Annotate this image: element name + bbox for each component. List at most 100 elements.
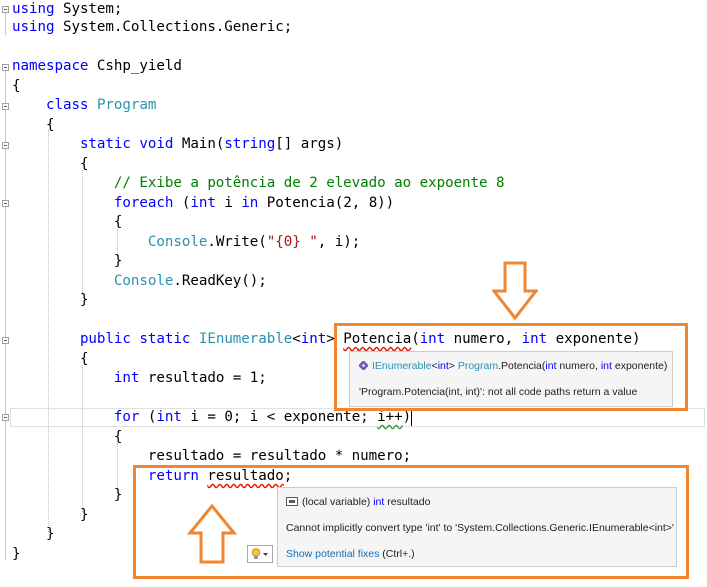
method-name-error[interactable]: Potencia: [343, 331, 412, 347]
text: resultado: [384, 496, 431, 508]
keyword: int: [373, 496, 385, 508]
keyword: int: [521, 331, 548, 347]
keyword: for: [113, 409, 140, 425]
code-line-comment: // Exibe a potência de 2 elevado ao expo…: [12, 174, 505, 193]
brace: }: [45, 526, 55, 542]
outline-line: [5, 13, 6, 35]
brace: }: [113, 487, 123, 503]
code-line-brace: }: [12, 252, 123, 271]
code-line-using-collections: using System.Collections.Generic;: [12, 18, 292, 37]
keyword: int: [300, 331, 327, 347]
type-name: Program: [96, 97, 157, 113]
keyword: int: [190, 195, 216, 211]
code-line-brace: {: [12, 213, 123, 232]
code-line-int-resultado: int resultado = 1;: [12, 369, 267, 388]
brace: {: [79, 351, 89, 367]
type-name: IEnumerable: [198, 331, 293, 347]
code-line-mult: resultado = resultado * numero;: [12, 447, 411, 466]
keyword: int: [600, 360, 612, 372]
keyword: class: [45, 97, 89, 113]
code-line-potencia: public static IEnumerable<int> Potencia(…: [12, 330, 641, 349]
code-text: numero,: [445, 331, 522, 347]
string-literal: "{0} ": [266, 234, 318, 250]
highlight-box-method-error: [334, 323, 688, 411]
indent-guide: [82, 170, 84, 295]
collapse-namespace-icon[interactable]: [2, 64, 9, 71]
code-line-brace: }: [12, 525, 55, 544]
highlight-box-return-error: [133, 465, 689, 579]
code-text: (: [411, 331, 420, 347]
type-name: Console: [113, 273, 174, 289]
fix-row: Show potential fixes (Ctrl+.): [286, 548, 415, 560]
code-line-brace: }: [12, 546, 21, 562]
collapse-potencia-icon[interactable]: [2, 337, 9, 344]
code-text: ): [402, 409, 412, 425]
code-text: Cshp_yield: [88, 58, 182, 74]
type-name: IEnumerable: [372, 360, 432, 372]
collapse-foreach-icon[interactable]: [2, 200, 9, 207]
code-text: (: [139, 409, 157, 425]
code-text: (: [173, 195, 191, 211]
method-icon: [358, 360, 369, 371]
code-text: ;: [283, 468, 293, 484]
code-line-brace: }: [12, 506, 89, 525]
code-line-brace: }: [12, 486, 123, 505]
brace: {: [79, 156, 89, 172]
quick-actions-button[interactable]: [247, 545, 273, 563]
keyword: static: [79, 136, 131, 152]
comment: // Exibe a potência de 2 elevado ao expo…: [113, 175, 505, 191]
code-line-brace: {: [12, 350, 89, 369]
collapse-for-icon[interactable]: [2, 414, 9, 421]
brace: }: [79, 292, 89, 308]
keyword: return: [147, 468, 199, 484]
code-line-using-system: using System;: [12, 0, 122, 19]
keyword: public: [79, 331, 131, 347]
keyword: namespace: [12, 58, 89, 74]
code-line-readkey: Console.ReadKey();: [12, 272, 267, 291]
error-tooltip-return: (local variable) int resultado Cannot im…: [277, 487, 677, 567]
code-text: >: [326, 331, 335, 347]
shortcut-text: (Ctrl+.): [379, 548, 415, 560]
variable-info: (local variable) int resultado: [286, 496, 430, 508]
code-text: resultado = 1;: [139, 370, 267, 386]
code-text: .Write(: [207, 234, 267, 250]
type-name: Program: [457, 360, 499, 372]
method-signature: IEnumerable<int> Program.Potencia(int nu…: [358, 360, 667, 372]
text: numero,: [556, 360, 601, 372]
keyword: int: [437, 360, 449, 372]
variable-error[interactable]: resultado: [207, 468, 284, 484]
indent-guide: [117, 229, 119, 257]
keyword: int: [419, 331, 446, 347]
code-text: i: [215, 195, 242, 211]
error-message: Cannot implicitly convert type 'int' to …: [286, 522, 674, 534]
code-text: [] args): [275, 136, 344, 152]
text: <: [431, 360, 438, 372]
code-line-class: class Program: [12, 96, 156, 115]
code-line-brace: {: [12, 116, 55, 135]
code-text: i = 0; i < exponente;: [181, 409, 378, 425]
code-text: exponente): [547, 331, 641, 347]
collapse-class-icon[interactable]: [2, 103, 9, 110]
keyword: string: [224, 136, 276, 152]
keyword: void: [139, 136, 174, 152]
keyword: int: [545, 360, 557, 372]
code-line-main: static void Main(string[] args): [12, 135, 343, 154]
arrow-down-icon: [492, 261, 538, 321]
code-text: .ReadKey();: [173, 273, 267, 289]
code-text: resultado = resultado * numero;: [147, 448, 412, 464]
code-line-namespace: namespace Cshp_yield: [12, 57, 182, 76]
collapse-main-icon[interactable]: [2, 142, 9, 149]
code-text: <: [292, 331, 301, 347]
code-text: System;: [54, 1, 123, 17]
text-caret: [411, 409, 412, 426]
keyword: foreach: [113, 195, 174, 211]
code-line-return: return resultado;: [12, 467, 292, 486]
collapse-usings-icon[interactable]: [2, 6, 9, 13]
brace: }: [113, 253, 123, 269]
show-potential-fixes-link[interactable]: Show potential fixes: [286, 548, 380, 560]
code-text: Potencia(2, 8)): [258, 195, 395, 211]
outline-line: [5, 71, 6, 560]
code-text-warning[interactable]: i++: [377, 409, 403, 425]
type-name: Console: [147, 234, 208, 250]
